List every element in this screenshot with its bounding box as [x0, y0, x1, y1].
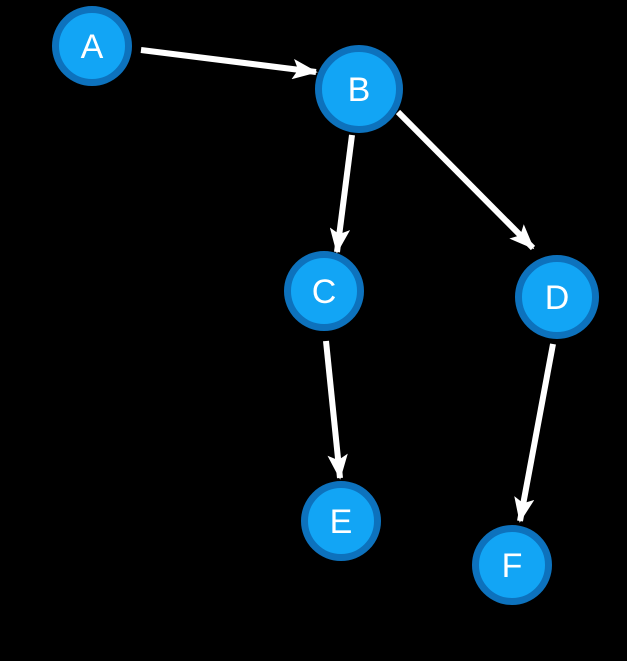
node-label-c: C	[312, 273, 337, 311]
node-label-b: B	[348, 71, 371, 109]
node-label-a: A	[81, 28, 104, 66]
graph-node-e[interactable]: E	[301, 481, 381, 561]
node-circle-e	[301, 481, 381, 561]
graph-node-b[interactable]: B	[315, 45, 403, 133]
graph-node-a[interactable]: A	[52, 6, 132, 86]
graph-edge-a-b	[140, 47, 318, 80]
node-circle-a	[52, 6, 132, 86]
graph-node-c[interactable]: C	[284, 251, 364, 331]
edges-layer	[140, 47, 556, 523]
node-circle-d	[515, 255, 599, 339]
graph-edge-d-f	[514, 343, 556, 523]
graph-edge-b-c	[329, 134, 355, 254]
graph-node-f[interactable]: F	[472, 525, 552, 605]
graph-node-d[interactable]: D	[515, 255, 599, 339]
node-circle-f	[472, 525, 552, 605]
node-label-d: D	[545, 279, 570, 317]
graph-edge-c-e	[323, 340, 348, 480]
node-label-e: E	[330, 503, 353, 541]
node-circle-b	[315, 45, 403, 133]
graph-edge-b-d	[395, 109, 536, 251]
nodes-layer: A B C D E F	[52, 6, 599, 605]
node-label-f: F	[502, 547, 523, 585]
node-circle-c	[284, 251, 364, 331]
